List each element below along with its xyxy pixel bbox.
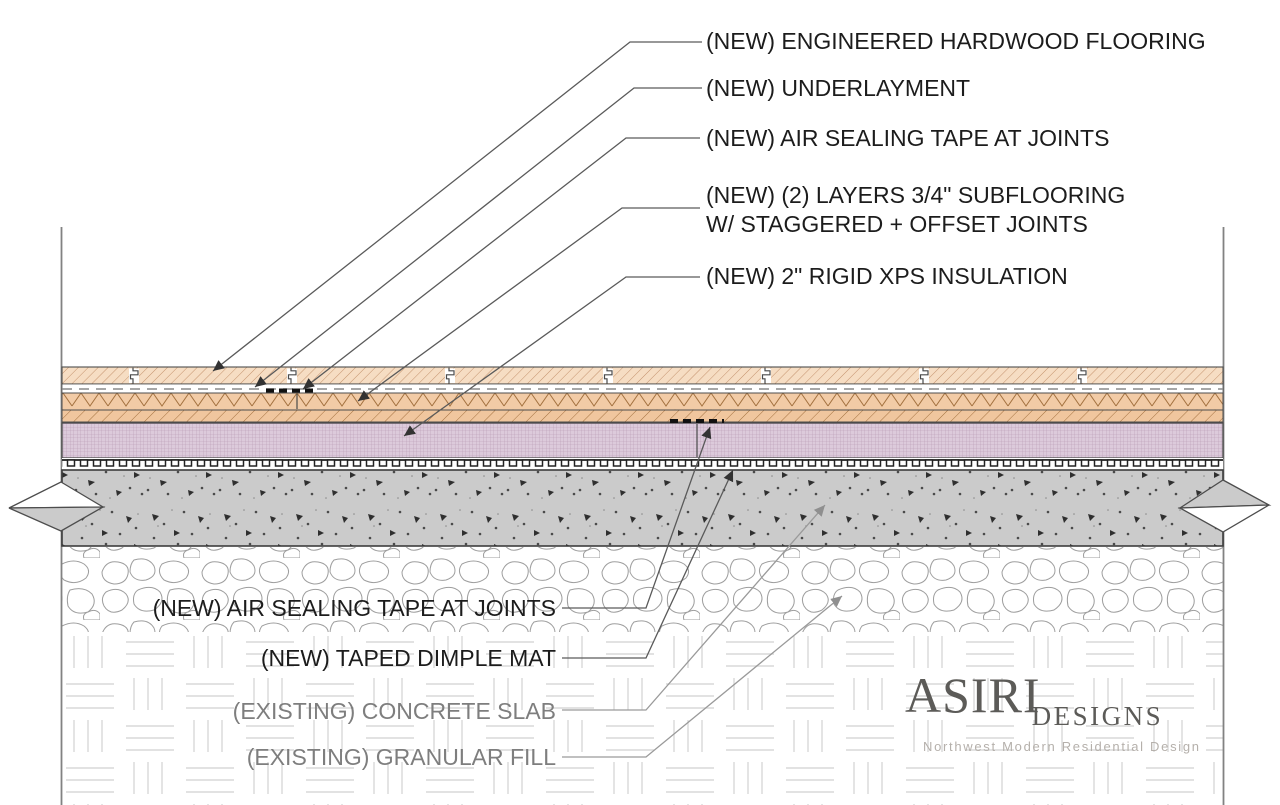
leader-underlayment <box>254 87 702 388</box>
leader-tape-top <box>302 137 700 390</box>
layer-hardwood-flooring <box>61 366 1224 385</box>
top-leader-lines <box>212 41 702 437</box>
callout-air-sealing-tape-bottom: (NEW) AIR SEALING TAPE AT JOINTS <box>152 595 556 621</box>
logo-tagline: Northwest Modern Residential Design <box>923 739 1201 754</box>
leader-concrete-slab <box>562 504 826 711</box>
layer-subgrade-weave <box>62 632 1223 805</box>
layer-subfloor-1 <box>61 392 1224 411</box>
callout-subflooring-line2: W/ STAGGERED + OFFSET JOINTS <box>706 211 1088 237</box>
callout-hardwood-flooring: (NEW) ENGINEERED HARDWOOD FLOORING <box>706 28 1206 54</box>
joints-and-tape <box>266 388 724 457</box>
callout-existing-concrete-slab: (EXISTING) CONCRETE SLAB <box>232 698 556 724</box>
callout-subflooring: (NEW) (2) LAYERS 3/4" SUBFLOORING W/ STA… <box>706 181 1125 239</box>
callout-subflooring-line1: (NEW) (2) LAYERS 3/4" SUBFLOORING <box>706 182 1126 208</box>
break-left-flap <box>8 506 106 532</box>
callout-existing-granular-fill: (EXISTING) GRANULAR FILL <box>246 744 556 770</box>
layer-concrete-slab <box>61 469 1224 547</box>
callout-xps-insulation: (NEW) 2" RIGID XPS INSULATION <box>706 263 1068 289</box>
logo-designs-text: DESIGNS <box>1031 701 1164 731</box>
callout-taped-dimple-mat: (NEW) TAPED DIMPLE MAT <box>260 645 556 671</box>
logo-asiri-designs: ASIRIDESIGNS Northwest Modern Residentia… <box>905 666 1201 754</box>
leader-hardwood <box>212 41 702 372</box>
hardwood-joint-symbols <box>129 367 1087 384</box>
leader-granular-fill <box>562 595 843 758</box>
dimple-mat-teeth <box>62 458 1223 468</box>
leader-dimple-mat <box>562 469 734 659</box>
leader-subflooring <box>357 207 700 402</box>
layer-xps-insulation <box>61 422 1224 459</box>
bottom-leader-lines <box>562 426 843 758</box>
break-right-notch <box>1177 504 1270 533</box>
leader-tape-bottom <box>562 426 712 609</box>
layer-granular-fill <box>62 547 1223 632</box>
floor-assembly <box>61 366 1224 547</box>
logo-asiri-text: ASIRI <box>905 667 1041 723</box>
callout-underlayment: (NEW) UNDERLAYMENT <box>706 75 971 101</box>
callout-air-sealing-tape-top: (NEW) AIR SEALING TAPE AT JOINTS <box>706 125 1110 151</box>
break-line-symbols <box>8 479 1272 533</box>
layer-subfloor-2 <box>61 409 1224 423</box>
leader-xps <box>403 276 700 437</box>
